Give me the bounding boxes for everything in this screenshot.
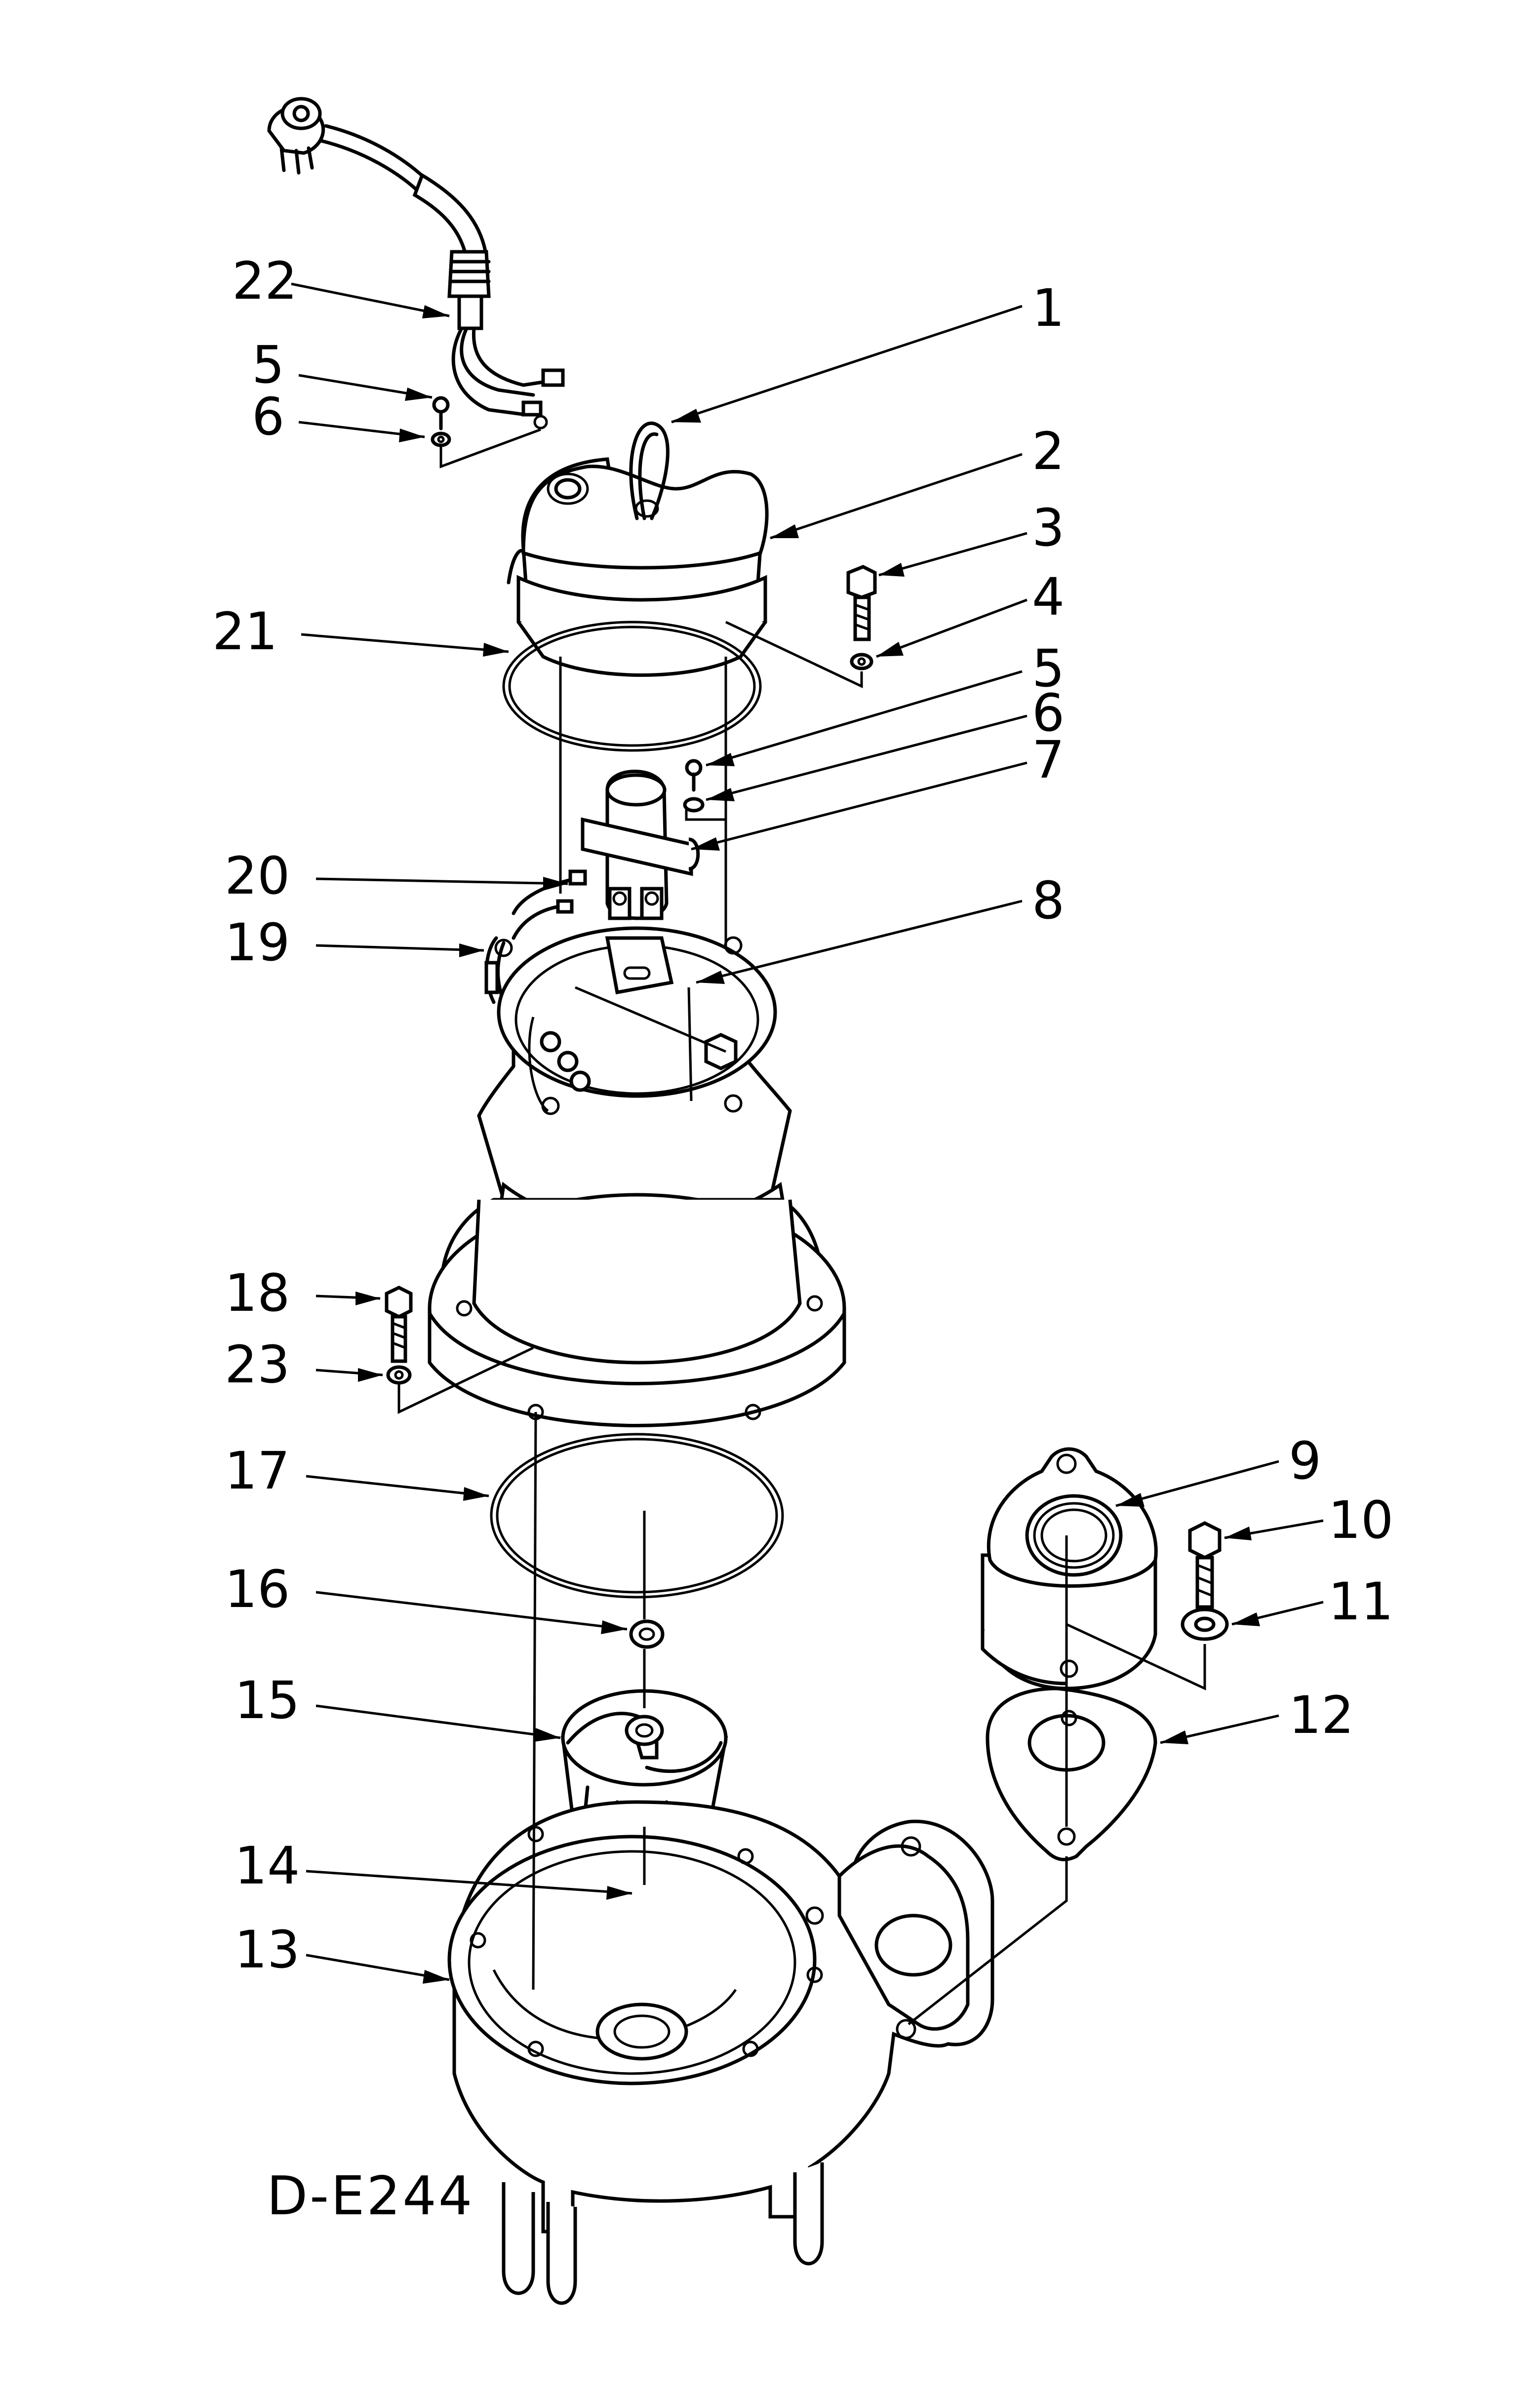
cover-bolt-and-washer bbox=[725, 565, 877, 688]
lifting-handle bbox=[629, 421, 670, 520]
volute-casing bbox=[447, 1800, 994, 2234]
drawing-number: D-E244 bbox=[267, 2165, 474, 2227]
screw-and-washer-upper bbox=[431, 396, 541, 469]
callout-22: 22 bbox=[232, 251, 297, 311]
callout-labels: 1 2 3 4 5 6 7 8 9 10 11 12 13 14 15 16 1… bbox=[212, 251, 1393, 1980]
callout-5-mid: 5 bbox=[1032, 638, 1065, 699]
flange-bolt-and-washer bbox=[1066, 1521, 1229, 1690]
callout-3: 3 bbox=[1032, 498, 1065, 558]
leader-arrowheads bbox=[355, 305, 1260, 1984]
callout-21: 21 bbox=[212, 601, 277, 662]
callout-1: 1 bbox=[1032, 278, 1065, 338]
callout-6-top: 6 bbox=[252, 387, 284, 447]
callout-5-top: 5 bbox=[252, 335, 284, 395]
callout-8: 8 bbox=[1032, 870, 1065, 931]
alignment-lines bbox=[532, 657, 1068, 1990]
callout-14: 14 bbox=[235, 1836, 300, 1896]
callout-4: 4 bbox=[1032, 567, 1065, 627]
o-ring-upper bbox=[502, 621, 762, 752]
callout-2: 2 bbox=[1032, 421, 1065, 481]
callout-9: 9 bbox=[1289, 1431, 1321, 1491]
callout-23: 23 bbox=[225, 1334, 290, 1395]
callout-12: 12 bbox=[1289, 1685, 1354, 1745]
callout-6-mid: 6 bbox=[1032, 683, 1065, 743]
power-cord-assembly bbox=[267, 97, 565, 430]
callout-17: 17 bbox=[225, 1441, 290, 1501]
callout-19: 19 bbox=[225, 912, 290, 973]
callout-11: 11 bbox=[1328, 1571, 1393, 1632]
capacitor-assembly bbox=[581, 759, 705, 920]
motor-housing bbox=[428, 926, 846, 1427]
shaft-bushing bbox=[629, 1619, 665, 1649]
wire-leads bbox=[484, 869, 587, 1004]
callout-15: 15 bbox=[235, 1670, 300, 1730]
callout-10: 10 bbox=[1328, 1490, 1393, 1550]
callout-18: 18 bbox=[225, 1263, 290, 1323]
housing-bolt-and-washer bbox=[385, 1286, 534, 1414]
leader-lines bbox=[291, 282, 1324, 1981]
callout-13: 13 bbox=[235, 1920, 300, 1980]
callout-20: 20 bbox=[225, 846, 290, 906]
callout-7: 7 bbox=[1032, 730, 1065, 790]
volute-legs bbox=[502, 2162, 824, 2305]
o-ring-lower bbox=[490, 1433, 784, 1599]
callout-16: 16 bbox=[225, 1559, 290, 1619]
flange-gasket bbox=[908, 1686, 1157, 2025]
